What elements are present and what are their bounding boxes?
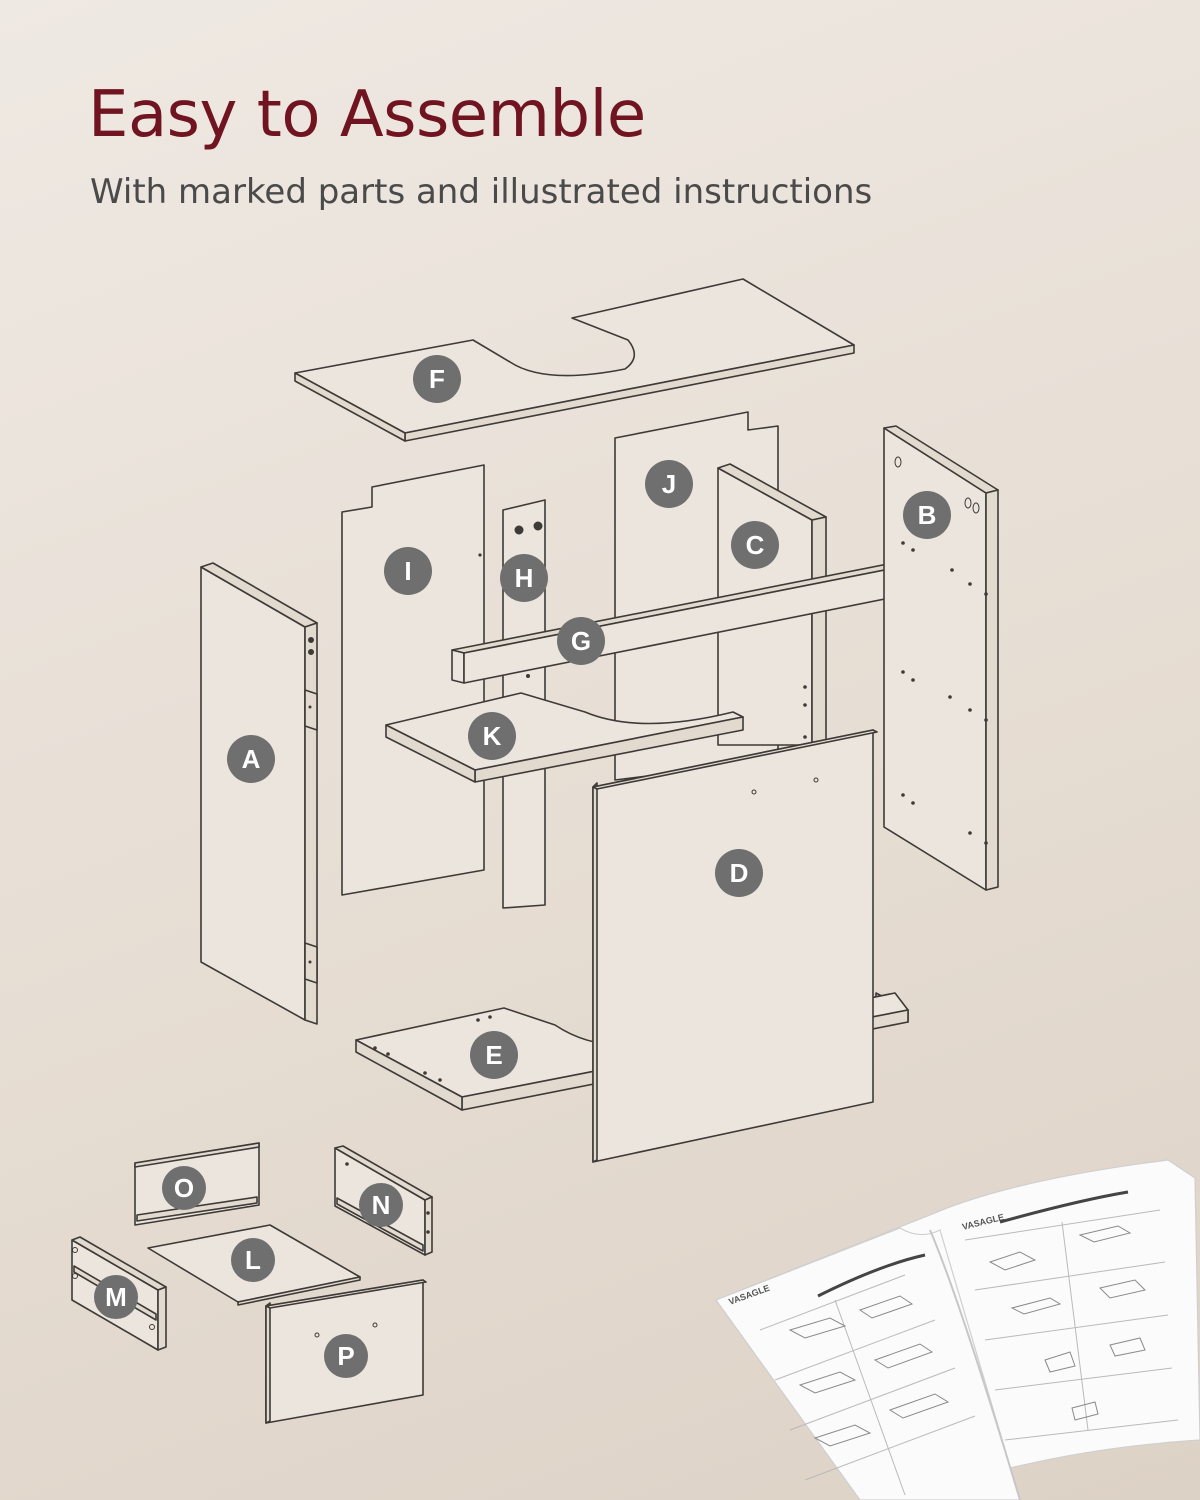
label-l-text: L bbox=[245, 1245, 261, 1275]
label-j-text: J bbox=[662, 469, 676, 499]
label-b-text: B bbox=[918, 500, 937, 530]
panel-a bbox=[200, 562, 318, 1025]
drawer-n bbox=[334, 1145, 433, 1256]
label-e-text: E bbox=[485, 1040, 502, 1070]
label-k-text: K bbox=[483, 721, 502, 751]
label-m: M bbox=[94, 1275, 138, 1319]
label-f: F bbox=[413, 355, 461, 403]
label-l: L bbox=[231, 1238, 275, 1282]
label-o: O bbox=[162, 1166, 206, 1210]
panel-i bbox=[341, 464, 485, 896]
label-e: E bbox=[470, 1031, 518, 1079]
label-h: H bbox=[500, 554, 548, 602]
label-p-text: P bbox=[337, 1341, 354, 1371]
label-p: P bbox=[324, 1334, 368, 1378]
label-f-text: F bbox=[429, 364, 445, 394]
label-g-text: G bbox=[571, 626, 591, 656]
instruction-booklet: VASAGLE VASAGLE bbox=[715, 1159, 1200, 1500]
label-j: J bbox=[645, 460, 693, 508]
label-n: N bbox=[359, 1183, 403, 1227]
label-m-text: M bbox=[105, 1282, 127, 1312]
label-d-text: D bbox=[730, 858, 749, 888]
label-i: I bbox=[384, 547, 432, 595]
page-subtitle: With marked parts and illustrated instru… bbox=[90, 172, 873, 212]
label-c: C bbox=[731, 521, 779, 569]
label-b: B bbox=[903, 491, 951, 539]
panel-b bbox=[883, 425, 999, 891]
top-f bbox=[294, 278, 855, 442]
label-o-text: O bbox=[174, 1173, 194, 1203]
label-k: K bbox=[468, 712, 516, 760]
label-n-text: N bbox=[372, 1190, 391, 1220]
page-title: Easy to Assemble bbox=[88, 78, 646, 152]
label-i-text: I bbox=[404, 556, 411, 586]
label-h-text: H bbox=[515, 563, 534, 593]
label-a: A bbox=[227, 735, 275, 783]
door-d bbox=[592, 729, 878, 1163]
label-c-text: C bbox=[746, 530, 765, 560]
label-g: G bbox=[557, 617, 605, 665]
label-a-text: A bbox=[242, 744, 261, 774]
label-d: D bbox=[715, 849, 763, 897]
